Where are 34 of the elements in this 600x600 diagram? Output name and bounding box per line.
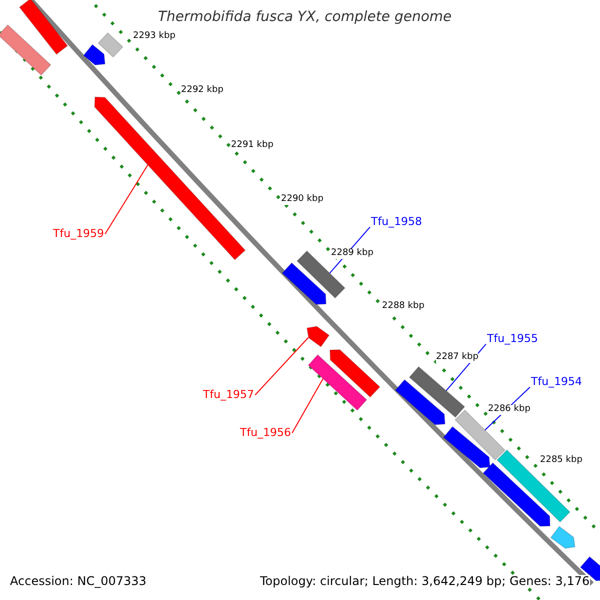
- gene-feature: [308, 354, 368, 411]
- tick-label: 2288 kbp: [382, 302, 424, 312]
- leader-line: [292, 378, 324, 434]
- gene-feature: [442, 426, 491, 468]
- gene-label: Tfu_1955: [487, 333, 538, 346]
- gene-label: Tfu_1957: [203, 389, 254, 402]
- gene-feature: [306, 326, 330, 348]
- gene-feature: [18, 0, 68, 55]
- info-text: Topology: circular; Length: 3,642,249 bp; Genes: 3,176: [260, 575, 590, 588]
- gene-feature: [482, 462, 551, 527]
- gene-feature: [550, 526, 576, 549]
- gene-label: Tfu_1958: [371, 216, 422, 228]
- diagram-title: Thermobifida fusca YX, complete genome: [158, 10, 452, 26]
- leader-line: [104, 164, 148, 234]
- gene-feature: [408, 366, 466, 418]
- gene-feature: [329, 349, 380, 398]
- tick-label: 2289 kbp: [331, 249, 374, 259]
- tick-label: 2286 kbp: [488, 405, 530, 415]
- gene-feature: [282, 262, 327, 305]
- gene-label: Tfu_1956: [240, 427, 292, 440]
- tick-label: 2292 kbp: [181, 86, 224, 96]
- tick-label: 2285 kbp: [540, 456, 582, 466]
- gene-label: Tfu_1959: [53, 228, 104, 240]
- gene-feature: [394, 379, 446, 426]
- tick-label: 2291 kbp: [231, 141, 274, 151]
- gene-feature: [98, 32, 124, 58]
- tick-label: 2287 kbp: [436, 353, 478, 363]
- leader-line: [254, 337, 309, 396]
- gene-feature: [0, 24, 52, 76]
- tick-label: 2293 kbp: [133, 32, 176, 42]
- info-text: Accession: NC_007333: [10, 575, 146, 588]
- gene-feature: [82, 44, 106, 66]
- gene-label: Tfu_1954: [531, 376, 582, 388]
- tick-label: 2290 kbp: [281, 195, 324, 205]
